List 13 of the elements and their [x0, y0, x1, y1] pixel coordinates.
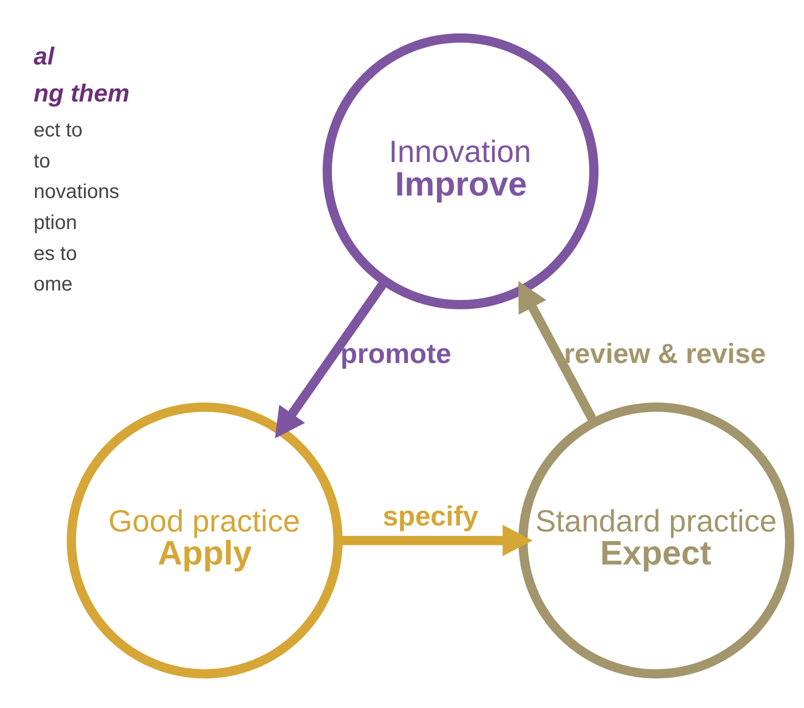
label: ng them [34, 80, 130, 108]
label: ome [34, 274, 73, 296]
label: to [34, 150, 50, 172]
node-circle: Standard practice Expect [518, 402, 794, 678]
node-circle: Innovation Improve [322, 33, 599, 310]
label: ect to [34, 120, 83, 142]
edge-label: review & revise [564, 338, 766, 370]
edge-label: promote [340, 338, 452, 370]
label: ption [34, 212, 78, 234]
label: novations [34, 181, 120, 204]
label: es to [34, 242, 78, 265]
edge-label: specify [382, 500, 478, 532]
label: al [34, 44, 54, 71]
